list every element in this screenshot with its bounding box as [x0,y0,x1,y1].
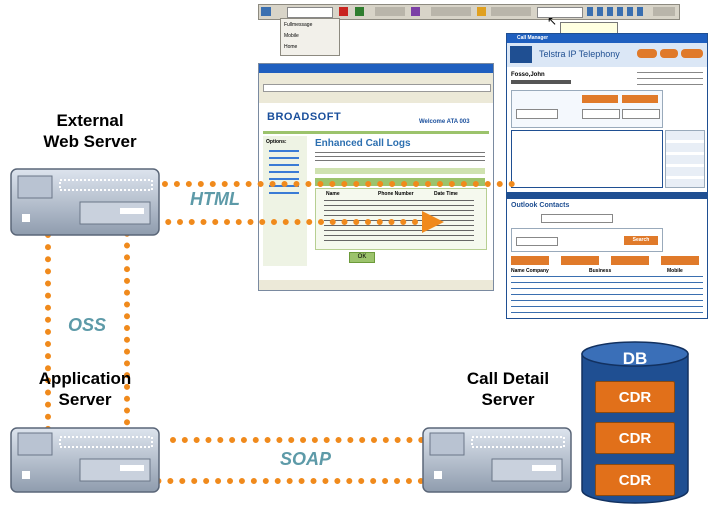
call-manager-titlebar: Call Manager [507,34,707,43]
ok-button: OK [349,252,375,263]
db-label: DB [622,349,648,368]
cdr-record: CDR [595,464,675,496]
address-bar [263,84,491,92]
contact-action-buttons [511,256,703,265]
call-display [511,130,663,188]
configure-button [681,49,703,58]
contacts-header: Business [589,268,612,274]
cdr-record: CDR [595,381,675,413]
connector-soap-bottom [60,478,460,484]
table-header: Name [326,191,340,197]
contacts-section-title: Outlook Contacts [511,202,570,209]
divider [263,131,489,134]
connector-html-top [150,181,515,187]
options-sidebar: Options: [263,136,307,266]
soap-label: SOAP [280,449,332,469]
toolbar-icon [339,7,348,16]
menu-item: Mobile [284,33,299,39]
call-manager-header: Telstra IP Telephony [507,43,707,67]
brand-title: Telstra IP Telephony [539,49,620,59]
application-server-label: Application Server [38,369,132,409]
intro-text [315,152,485,162]
contacts-tabbar [507,192,707,199]
call-actions [665,130,705,188]
call-manager-title: Call Manager [517,35,549,41]
status-options [637,72,703,86]
connector-oss-left [45,232,51,432]
external-web-server-label: External Web Server [43,111,137,151]
contacts-rows [511,276,703,316]
extension-text [511,80,571,84]
call-select [622,109,660,119]
page-title: Enhanced Call Logs [315,138,411,149]
broadsoft-logo: BROADSOFT [267,111,342,123]
dial-panel [511,90,663,128]
line-select [582,109,620,119]
user-name: Fosso,John [511,72,545,78]
cdr-record: CDR [595,422,675,454]
toolbar-dropdown-menu: Fullmessage Mobile Home [280,18,340,56]
help-button [660,49,678,58]
connector-html-bottom [130,219,430,225]
toolbar-icon [355,7,364,16]
search-contacts-box: Search [511,228,663,252]
toolbar-icon [261,7,271,16]
call-manager-screenshot: Call Manager Telstra IP Telephony Fosso,… [506,33,708,319]
arrow-head-icon [422,211,444,233]
options-links [269,150,299,194]
toolbar-field [287,7,333,18]
menu-item: Home [284,44,298,50]
table-header: Phone Number [378,191,414,197]
html-label: HTML [190,189,240,209]
call-detail-server-icon [422,427,572,493]
options-header: Options: [266,139,287,145]
menu-item: Fullmessage [284,22,313,28]
search-field [516,237,558,246]
toolbar-icon [411,7,420,16]
folder-select [541,214,613,223]
support-button [637,49,657,58]
connector-oss-right [124,219,130,449]
toolbar-button [431,7,471,16]
toolbar-button [491,7,531,16]
section-bar [315,168,485,174]
table-header: Date Time [434,191,458,197]
search-button: Search [624,236,658,245]
browser-screenshot: BROADSOFT Welcome ATA 003 Options: Enhan… [258,63,494,291]
call-detail-server-label: Call Detail Server [466,369,550,409]
status-bar [259,280,493,290]
optus-logo [510,46,532,63]
connector-soap-top [170,437,460,443]
toolbar-button [653,7,675,16]
application-server-icon [10,427,160,493]
toolbar-screenshot [258,4,680,20]
toolbar-button [375,7,405,16]
external-web-server-icon [10,168,160,236]
toolbar-icon-row [587,7,647,16]
toolbar-field [537,7,583,18]
cursor-icon: ↖ [547,14,558,28]
contacts-header: Name Company [511,268,549,274]
dial-button [582,95,618,103]
toolbar-icon [477,7,486,16]
oss-label: OSS [68,315,107,335]
number-field [516,109,558,119]
welcome-text: Welcome ATA 003 [419,119,470,125]
browser-titlebar [259,64,493,73]
contacts-header: Mobile [667,268,683,274]
hangup-button [622,95,658,103]
